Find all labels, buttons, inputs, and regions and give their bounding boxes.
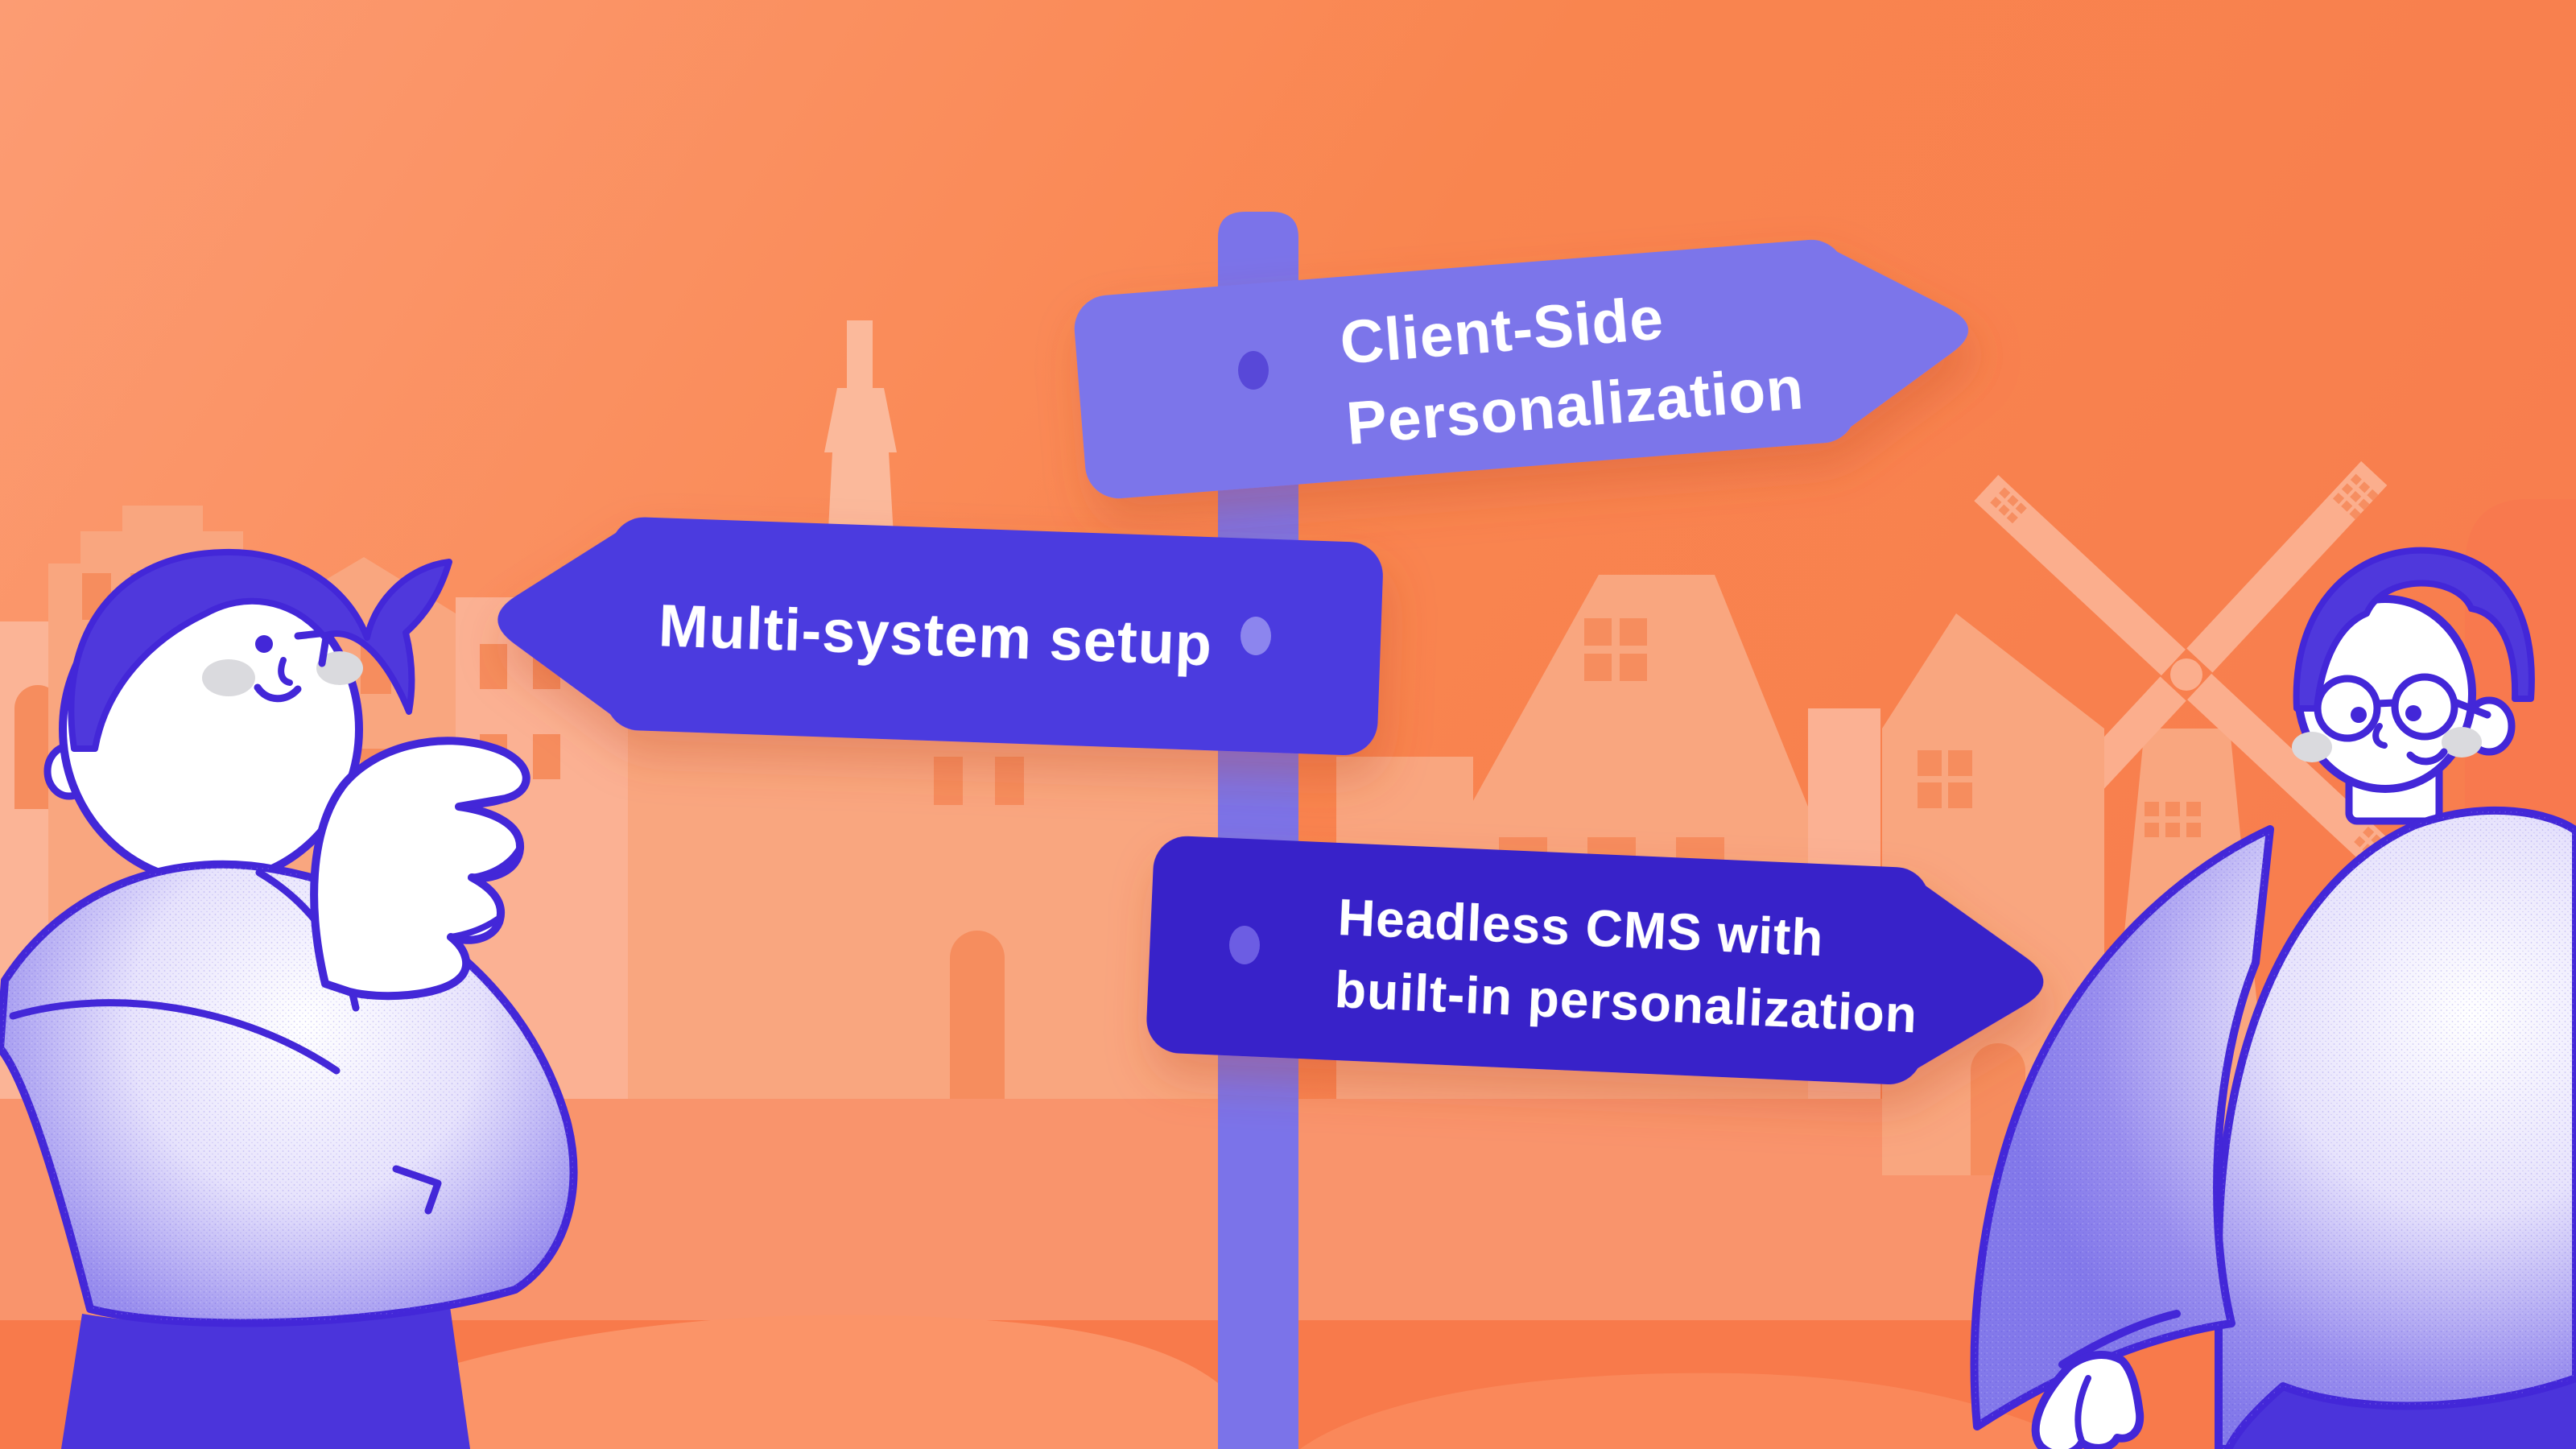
building-windows	[1918, 750, 1972, 808]
window	[2145, 802, 2159, 816]
nose	[2372, 723, 2388, 749]
sweater-texture	[2219, 810, 2576, 1449]
arm-fold-line	[9, 999, 341, 1075]
hanging-hand	[2031, 1351, 2145, 1449]
winding-path	[242, 1315, 1262, 1449]
eye	[2405, 705, 2421, 721]
window	[2165, 802, 2180, 816]
tower-spire	[847, 320, 873, 391]
window	[1584, 654, 1612, 681]
mouth	[254, 683, 302, 703]
door	[950, 931, 1005, 1099]
blush	[2442, 727, 2482, 758]
sign-arrow-right	[1827, 246, 1969, 434]
sign-nail-dot	[1229, 926, 1260, 964]
thumb-line	[392, 1165, 442, 1215]
winding-path	[1300, 1373, 2045, 1449]
sign-arrow-right	[1905, 877, 2044, 1075]
window	[533, 734, 560, 779]
window	[1918, 750, 1942, 776]
sign-nail-dot	[1238, 351, 1269, 390]
sign-nail-dot	[1241, 617, 1271, 655]
windmill-hub	[2170, 658, 2202, 691]
hair	[68, 548, 452, 752]
mouth	[2406, 748, 2448, 766]
hair	[2293, 547, 2535, 712]
sign-headless-cms: Headless CMS with built-in personalizati…	[1146, 836, 2044, 1085]
sign-arrow-left	[497, 526, 625, 720]
cuff-line	[2058, 1310, 2181, 1368]
window	[1948, 782, 1972, 808]
window	[1584, 618, 1612, 646]
window	[1918, 782, 1942, 808]
eye	[255, 635, 273, 653]
sign-board	[1074, 239, 1856, 499]
pants	[61, 1301, 470, 1449]
window	[934, 757, 963, 805]
blush	[2292, 732, 2332, 762]
blush	[202, 659, 255, 696]
glasses-lens	[2391, 673, 2458, 741]
character-glasses-right	[1970, 547, 2576, 1449]
tower-cap	[824, 388, 897, 452]
sign-board	[1146, 836, 1930, 1085]
finger-lines	[448, 795, 522, 940]
signpost-pole	[1218, 212, 1298, 1449]
eye	[2351, 707, 2367, 723]
nose	[278, 657, 293, 686]
glasses-lens	[2314, 675, 2381, 742]
sign-board	[605, 517, 1383, 756]
window	[2186, 823, 2201, 837]
sign-client-side: Client-Side Personalization	[1074, 239, 1969, 499]
window	[995, 757, 1024, 805]
finger-line	[2074, 1375, 2091, 1444]
sign-multi-system: Multi-system setup	[497, 517, 1383, 756]
windmill-blade	[1974, 475, 2186, 676]
windmill-blade	[2187, 673, 2399, 874]
windmill-window-grid	[2145, 802, 2201, 837]
character-thinking-left	[0, 548, 578, 1449]
windmill-blade	[2186, 460, 2388, 673]
window	[1620, 618, 1647, 646]
window	[1620, 654, 1647, 681]
window	[2165, 823, 2180, 837]
blush	[316, 651, 363, 685]
window	[1948, 750, 1972, 776]
window	[480, 644, 507, 689]
sweater-arm-texture	[1974, 829, 2270, 1426]
window	[2186, 802, 2201, 816]
glasses-bridge	[2373, 698, 2491, 719]
window	[2145, 823, 2159, 837]
glasses-icon	[2314, 673, 2491, 742]
